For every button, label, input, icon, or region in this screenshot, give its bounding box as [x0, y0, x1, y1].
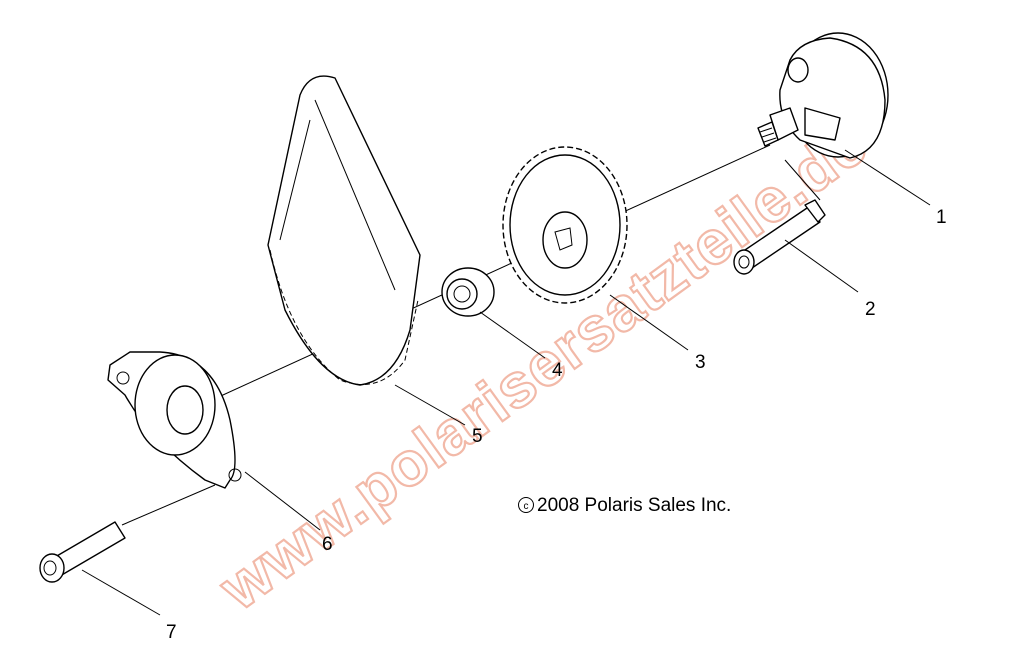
- callout-1: 1: [936, 207, 947, 228]
- callout-3: 3: [695, 352, 706, 373]
- callout-6: 6: [322, 534, 333, 555]
- copyright-symbol: c: [524, 501, 529, 512]
- bolt7-axis-line: [121, 484, 216, 526]
- part-2-bolt: [733, 199, 826, 275]
- callout-4: 4: [552, 360, 563, 381]
- part-5-chain: [267, 75, 421, 386]
- leader-line-5: [394, 384, 466, 426]
- part-4-nut: [441, 267, 495, 317]
- part-1-housing: [757, 32, 889, 159]
- leader-line-2: [784, 239, 859, 293]
- part-6-plate: [107, 351, 242, 489]
- callout-2: 2: [865, 299, 876, 320]
- copyright-text: 2008 Polaris Sales Inc.: [537, 495, 731, 516]
- callout-5: 5: [472, 426, 483, 447]
- leader-line-4: [479, 311, 546, 359]
- copyright-symbol-icon: [518, 497, 534, 513]
- part-7-bolt: [39, 521, 126, 583]
- leader-line-7: [81, 569, 161, 616]
- part-3-gear: [502, 146, 628, 304]
- leader-line-1: [844, 149, 931, 206]
- leader-line-3: [609, 294, 689, 351]
- assembly-axis-line: [211, 144, 771, 401]
- leader-line-6: [244, 471, 321, 531]
- bolt2-axis-line: [784, 159, 821, 201]
- copyright-notice: c 2008 Polaris Sales Inc.: [518, 495, 731, 516]
- callout-7: 7: [166, 622, 177, 643]
